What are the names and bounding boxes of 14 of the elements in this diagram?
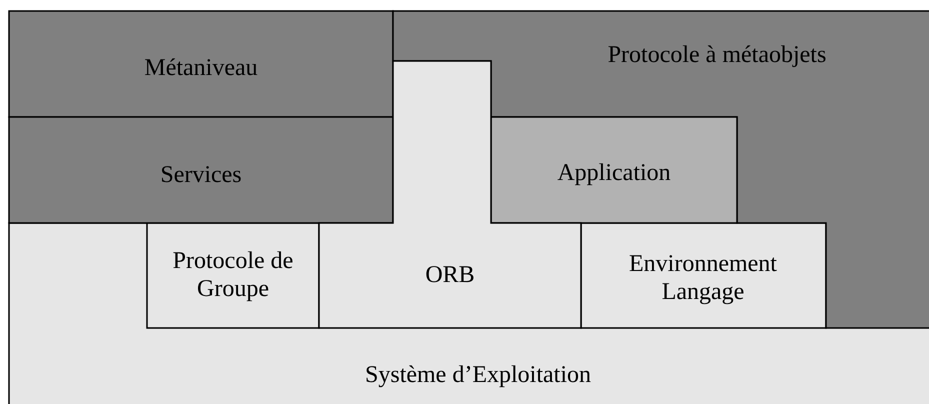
layer-block (9, 11, 393, 117)
layer-label: Protocole de Groupe (172, 247, 294, 303)
layer-label: Environnement Langage (628, 250, 778, 306)
layer-label: Application (557, 159, 671, 187)
layer-label: Services (160, 161, 242, 189)
layer-block (9, 117, 393, 223)
layer-label: ORB (425, 261, 475, 289)
layer-block (491, 117, 737, 223)
layer-block (147, 223, 319, 328)
layer-block (581, 223, 826, 328)
layer-label: Métaniveau (144, 54, 258, 82)
layer-label: Protocole à métaobjets (608, 41, 826, 69)
layer-label: Système d’Exploitation (365, 361, 591, 389)
layer-block (393, 11, 929, 328)
